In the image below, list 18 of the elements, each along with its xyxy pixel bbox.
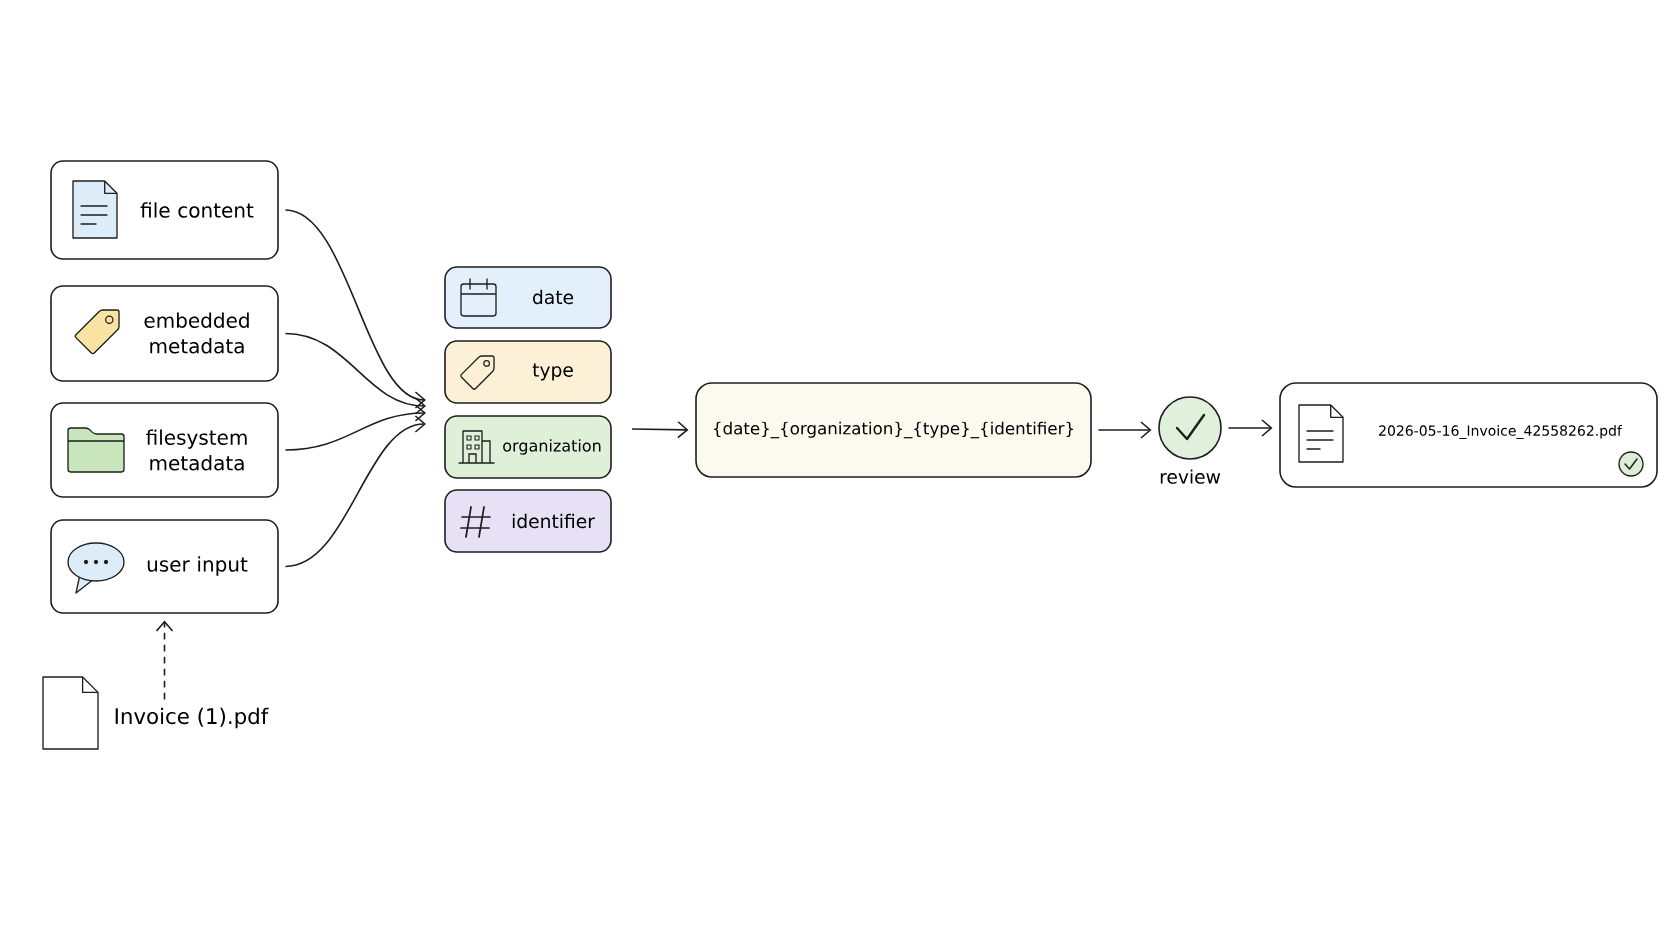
field-box: type	[444, 340, 612, 404]
curved-arrow	[284, 415, 426, 568]
arrow	[1227, 419, 1273, 437]
source-box: embedded metadata	[50, 285, 279, 382]
arrow	[1097, 421, 1152, 439]
field-box: organization	[444, 415, 612, 479]
node-caption: review	[1160, 469, 1221, 484]
field-box: date	[444, 266, 612, 329]
dashed-arrow	[155, 620, 174, 701]
file-box: 2026-05-16_Invoice_42558262.pdf	[1279, 382, 1658, 488]
curved-arrow	[284, 209, 426, 409]
curved-arrow	[284, 404, 426, 451]
source-box: user input	[50, 519, 279, 614]
curved-arrow	[284, 332, 426, 415]
arrow	[631, 420, 689, 439]
template-box: {date}_{organization}_{type}_{identifier}	[695, 382, 1092, 478]
field-box: identifier	[444, 489, 612, 553]
file-name: Invoice (1).pdf	[115, 707, 269, 729]
